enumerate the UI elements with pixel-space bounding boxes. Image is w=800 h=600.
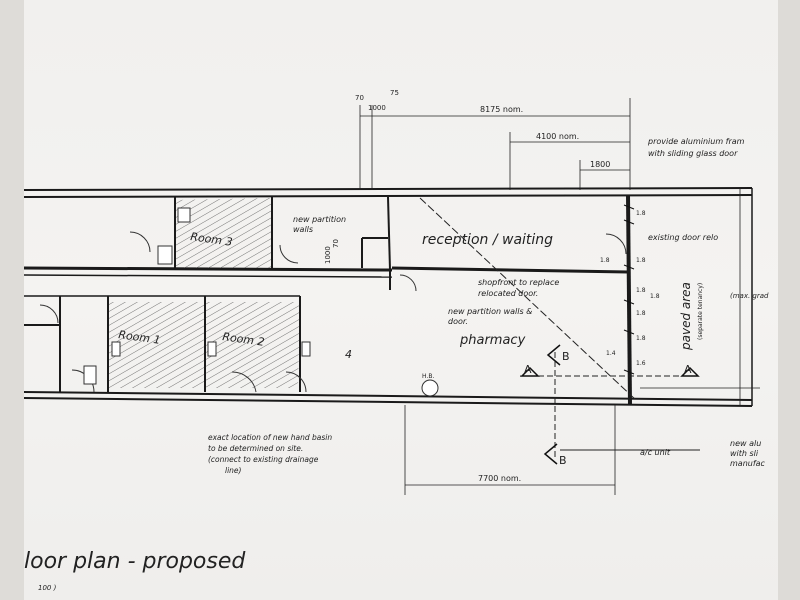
dim-75: 75 <box>390 89 399 97</box>
paved-area-label: paved area <box>679 282 693 351</box>
dim-1800: 1800 <box>590 160 610 169</box>
dim-8175: 8175 nom. <box>480 105 523 114</box>
new-alu-line2: with sli <box>730 449 759 458</box>
partition-dim-70: 70 <box>332 239 340 248</box>
section-a-left: A <box>524 363 532 376</box>
new-alu-line1: new alu <box>730 439 761 448</box>
reception-label: reception / waiting <box>422 232 553 248</box>
dim-70: 70 <box>355 94 364 102</box>
partition-dim-1000: 1000 <box>324 246 332 264</box>
new-partition-line2: walls <box>293 225 313 234</box>
drawing-scale: 100 ) <box>38 584 57 592</box>
section-markers <box>520 344 700 465</box>
max-grade-label: (max. grad <box>730 292 769 300</box>
room3-hatch <box>175 198 272 268</box>
dim-1-4: 1.4 <box>606 350 616 357</box>
partition-door-line2: door. <box>448 317 468 326</box>
dim-1-8-d: 1.8 <box>636 310 646 317</box>
room4-label: 4 <box>345 348 352 361</box>
left-background <box>0 0 24 600</box>
section-b-top: B <box>562 350 570 363</box>
provide-alu-line1: provide aluminium fram <box>647 137 745 146</box>
shopfront-line1: shopfront to replace <box>478 278 559 287</box>
hand-basin-line3: (connect to existing drainage <box>208 455 319 464</box>
door-swings <box>39 231 627 393</box>
dim-1-8-a: 1.8 <box>636 210 646 217</box>
fixtures <box>83 207 439 397</box>
shopfront-ticks <box>623 204 635 375</box>
pharmacy-label: pharmacy <box>459 333 526 348</box>
provide-alu-line2: with sliding glass door <box>648 149 738 158</box>
paved-area-sub: (separate tenancy) <box>697 283 704 340</box>
new-partition-line1: new partition <box>293 215 346 224</box>
section-line <box>419 197 700 460</box>
drawing-sheet <box>24 0 778 600</box>
dim-4100: 4100 nom. <box>536 132 579 141</box>
dimension-lines <box>359 98 760 495</box>
hand-basin-line1: exact location of new hand basin <box>208 433 332 442</box>
dim-1-8-f: 1.8 <box>600 257 610 264</box>
shopfront-line2: relocated door. <box>478 289 538 298</box>
existing-door-label: existing door relo <box>648 233 718 242</box>
room3-label: Room 3 <box>190 230 234 249</box>
drawing-title: loor plan - proposed <box>24 549 246 574</box>
dim-7700: 7700 nom. <box>478 474 521 483</box>
hand-basin-line2: to be determined on site. <box>208 444 303 453</box>
dim-1-8-b: 1.8 <box>636 257 646 264</box>
dim-1000: 1000 <box>368 104 386 112</box>
dim-1-6: 1.6 <box>636 360 646 367</box>
dim-1-8-g: 1.8 <box>650 293 660 300</box>
interior-walls <box>24 196 391 392</box>
dim-1-8-e: 1.8 <box>636 335 646 342</box>
right-background <box>778 0 800 600</box>
hand-basin-tag: H.B. <box>422 373 434 380</box>
room2-label: Room 2 <box>222 330 266 349</box>
dim-1-8-c: 1.8 <box>636 287 646 294</box>
ac-unit-label: a/c unit <box>640 448 671 457</box>
outer-walls <box>23 187 753 407</box>
partition-door-line1: new partition walls & <box>448 307 532 316</box>
section-b-bottom: B <box>559 454 567 467</box>
section-a-right: A <box>684 363 692 376</box>
room1-label: Room 1 <box>118 328 162 347</box>
new-alu-line3: manufac <box>730 459 766 468</box>
hand-basin-line4: line) <box>225 466 242 475</box>
